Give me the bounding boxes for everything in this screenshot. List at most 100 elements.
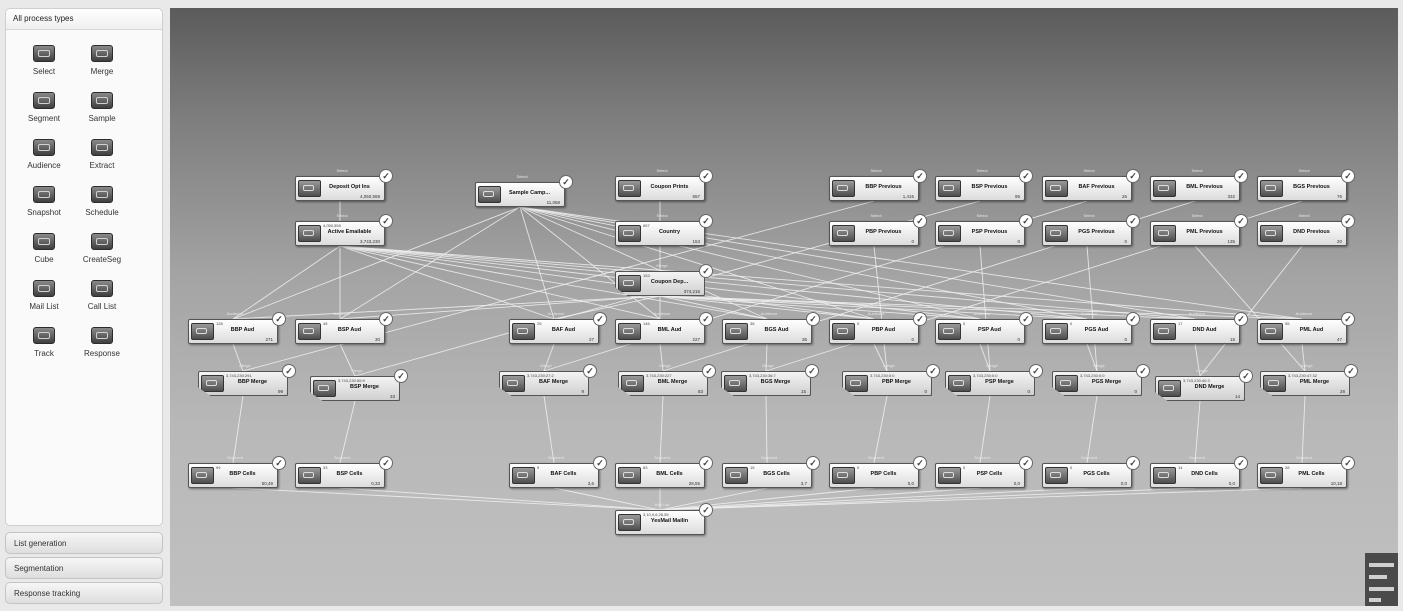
tool-createseg[interactable]: CreateSeg [72,233,132,264]
node-name: Active Emailable [327,229,372,235]
node-output-count: 0,0 [1228,481,1235,486]
tool-extract[interactable]: Extract [72,139,132,170]
checkmark-icon: ✓ [1136,364,1150,378]
tool-response[interactable]: Response [72,327,132,358]
tool-mail-list[interactable]: Mail List [14,280,74,311]
node-input-count: 28 [1285,465,1290,470]
checkmark-icon: ✓ [926,364,940,378]
overview-row [1369,575,1387,579]
tool-segment[interactable]: Segment [14,92,74,123]
merge-icon [618,275,641,292]
node-type-caption: Segment [547,455,564,460]
segment-icon [1153,467,1176,484]
node-input-count: 33 [323,465,328,470]
tool-call-list[interactable]: Call List [72,280,132,311]
tool-select[interactable]: Select [14,45,74,76]
connector-bgs-merge-to-bgs-cells [765,395,768,464]
node-input-count: 0 [1070,321,1073,326]
node-type-caption: Audience [333,311,351,316]
tool-schedule[interactable]: Schedule [72,186,132,217]
tool-snapshot[interactable]: Snapshot [14,186,74,217]
node-input-count: 0 [963,321,966,326]
connector-dnd-merge-to-dnd-cells [1194,400,1201,464]
node-input-count: 15 [750,465,755,470]
node-name: BSP Aud [337,327,362,333]
overview-map[interactable] [1365,553,1398,606]
connector-coupon-dep-to-pml-aud [659,295,1303,320]
select-icon [938,180,961,197]
palette-header[interactable]: All process types [6,9,162,30]
merge-icon [845,375,868,392]
tool-sample[interactable]: Sample [72,92,132,123]
section-response-tracking[interactable]: Response tracking [5,582,163,604]
merge-icon [948,375,971,392]
node-name: Sample Camp... [509,190,550,196]
node-output-count: 9 [581,389,584,394]
section-segmentation[interactable]: Segmentation [5,557,163,579]
node-name: PSP Aud [978,327,1001,333]
tool-track[interactable]: Track [14,327,74,358]
tool-merge[interactable]: Merge [72,45,132,76]
tool-label: Sample [88,114,116,123]
node-name: BML Merge [657,379,688,385]
tool-cube[interactable]: Cube [14,233,74,264]
tool-audience[interactable]: Audience [14,139,74,170]
node-input-count: 14 [1178,465,1183,470]
section-list-generation[interactable]: List generation [5,532,163,554]
segment-icon [33,92,55,109]
